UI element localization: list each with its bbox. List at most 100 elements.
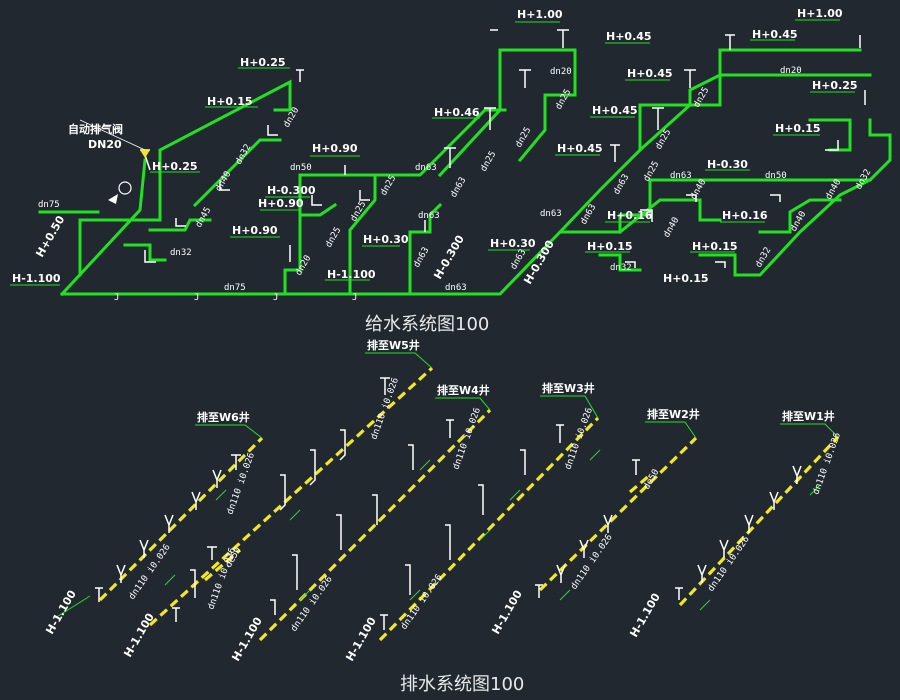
outlet-label: 排至W5井 xyxy=(367,338,420,352)
drain-pipe-w1 xyxy=(678,435,840,607)
dim-label: dn63 xyxy=(412,246,432,270)
dim-label: dn75 xyxy=(224,283,246,293)
elev-label: H+0.90 xyxy=(258,197,304,210)
dim-label: dn45 xyxy=(194,206,214,230)
elev-label: H+0.15 xyxy=(692,240,738,253)
drain-branch-small-2 xyxy=(628,473,652,494)
outlet-label: 排至W1井 xyxy=(782,409,835,423)
elev-label: H+0.25 xyxy=(812,79,858,92)
elev-label: H+0.45 xyxy=(627,67,673,80)
supply-branch-j xyxy=(557,48,862,235)
dim-label: dn25 xyxy=(479,150,499,174)
supply-branch-h xyxy=(408,202,443,296)
supply-main-pipe xyxy=(60,230,602,296)
drain-pipe-w2 xyxy=(538,436,698,592)
elev-label: H-0.30 xyxy=(707,158,748,171)
elev-label: H+0.45 xyxy=(557,142,603,155)
drain-title: 排水系统图100 xyxy=(400,674,524,695)
pipe-spec: dn110 i0.026 xyxy=(451,406,483,471)
joint-mark: J xyxy=(194,293,199,303)
elev-label: H+0.30 xyxy=(490,237,536,250)
elev-label: H-1.100 xyxy=(43,588,79,637)
elev-label: H-0.300 xyxy=(431,233,467,282)
pipe-spec: dn110 i0.026 xyxy=(225,451,257,516)
dim-label: dn50 xyxy=(290,163,312,173)
dim-label: dn25 xyxy=(379,174,399,198)
dim-label: dn63 xyxy=(579,203,599,227)
supply-branch-l xyxy=(637,73,872,153)
dim-label: dn20 xyxy=(780,66,802,76)
elev-label: H-1.100 xyxy=(12,272,61,285)
supply-branch-p xyxy=(758,198,842,234)
supply-system: H+1.00 H+0.45 H+1.00 H+0.45 H+0.25 H+0.1… xyxy=(10,7,892,335)
drain-fixtures xyxy=(95,377,802,630)
drain-system: 排至W6井 排至W5井 排至W4井 排至W3井 排至W2井 排至W1井 xyxy=(43,338,843,695)
joint-mark: J xyxy=(273,293,278,303)
elev-label: H-1.100 xyxy=(627,591,663,640)
supply-branch-o xyxy=(698,177,873,277)
pipe-spec: dn110 i0.026 xyxy=(399,573,444,632)
dim-label: dn63 xyxy=(418,211,440,221)
outlet-label: 排至W3井 xyxy=(542,381,595,395)
elev-label: H+0.30 xyxy=(363,233,409,246)
elev-label: H+0.46 xyxy=(434,106,480,119)
elev-label: H+0.15 xyxy=(775,122,821,135)
auto-air-valve xyxy=(79,119,150,204)
pipe-spec: dn110 i0.026 xyxy=(127,543,172,602)
outlet-label: 排至W6井 xyxy=(197,410,250,424)
supply-branch-g xyxy=(348,173,377,296)
elev-label: H-1.100 xyxy=(121,611,157,660)
flow-arrows xyxy=(164,449,821,611)
air-valve-label: 自动排气阀 xyxy=(68,122,123,136)
elev-label: H-1.100 xyxy=(489,588,525,637)
elev-label: H+1.00 xyxy=(517,8,563,21)
supply-branch-i xyxy=(437,48,577,178)
elevation-marks xyxy=(10,19,855,286)
outlet-label: 排至W2井 xyxy=(647,407,700,421)
elev-label: H+0.45 xyxy=(592,104,638,117)
supply-fixtures xyxy=(140,29,866,268)
dim-label: dn63 xyxy=(670,171,692,181)
elev-label: H+0.25 xyxy=(152,160,198,173)
drain-pipe-w6 xyxy=(98,436,264,602)
elev-label: H+0.15 xyxy=(207,95,253,108)
dim-label: dn40 xyxy=(214,170,234,194)
elev-label: H+0.16 xyxy=(722,209,768,222)
dim-label: dn63 xyxy=(449,176,469,200)
drain-pipe-w4 xyxy=(258,408,492,642)
outlet-leaders xyxy=(195,352,839,439)
dim-label: dn63 xyxy=(445,283,467,293)
pipe-spec: dn110 i0.026 xyxy=(811,431,843,496)
supply-branch-m xyxy=(598,253,642,272)
joint-mark: J xyxy=(352,293,357,303)
elev-label: H+0.90 xyxy=(232,224,278,237)
supply-branch-q xyxy=(808,118,852,152)
supply-title: 给水系统图100 xyxy=(365,314,489,335)
dim-label: dn20 xyxy=(294,254,314,278)
dim-label: dn40 xyxy=(662,216,682,240)
elev-label: H+0.45 xyxy=(606,30,652,43)
dim-label: dn32 xyxy=(170,248,192,258)
pipe-spec: dn110 i0.026 xyxy=(706,535,751,594)
elev-label: H-1.100 xyxy=(343,615,379,664)
elev-label: H+0.15 xyxy=(663,272,709,285)
outlet-label: 排至W4井 xyxy=(437,383,490,397)
drain-pipe-w5 xyxy=(148,366,434,627)
dim-label: dn25 xyxy=(324,226,344,250)
dim-label: dn20 xyxy=(550,67,572,77)
elev-label: H+0.15 xyxy=(587,240,633,253)
elev-label: H+0.16 xyxy=(607,209,653,222)
elev-label: H+0.90 xyxy=(312,142,358,155)
drain-pipe-w3 xyxy=(378,416,600,642)
dim-label: dn63 xyxy=(540,209,562,219)
dim-label: dn63 xyxy=(415,163,437,173)
elev-label: H+0.50 xyxy=(33,213,67,259)
dim-label: dn32 xyxy=(234,143,254,167)
supply-branch-d xyxy=(192,138,282,208)
supply-branch-c xyxy=(148,218,212,232)
supply-branch-f xyxy=(298,202,338,217)
elev-label: H-0.300 xyxy=(267,184,316,197)
joint-mark: J xyxy=(114,293,119,303)
elev-label: H-1.100 xyxy=(327,268,376,281)
